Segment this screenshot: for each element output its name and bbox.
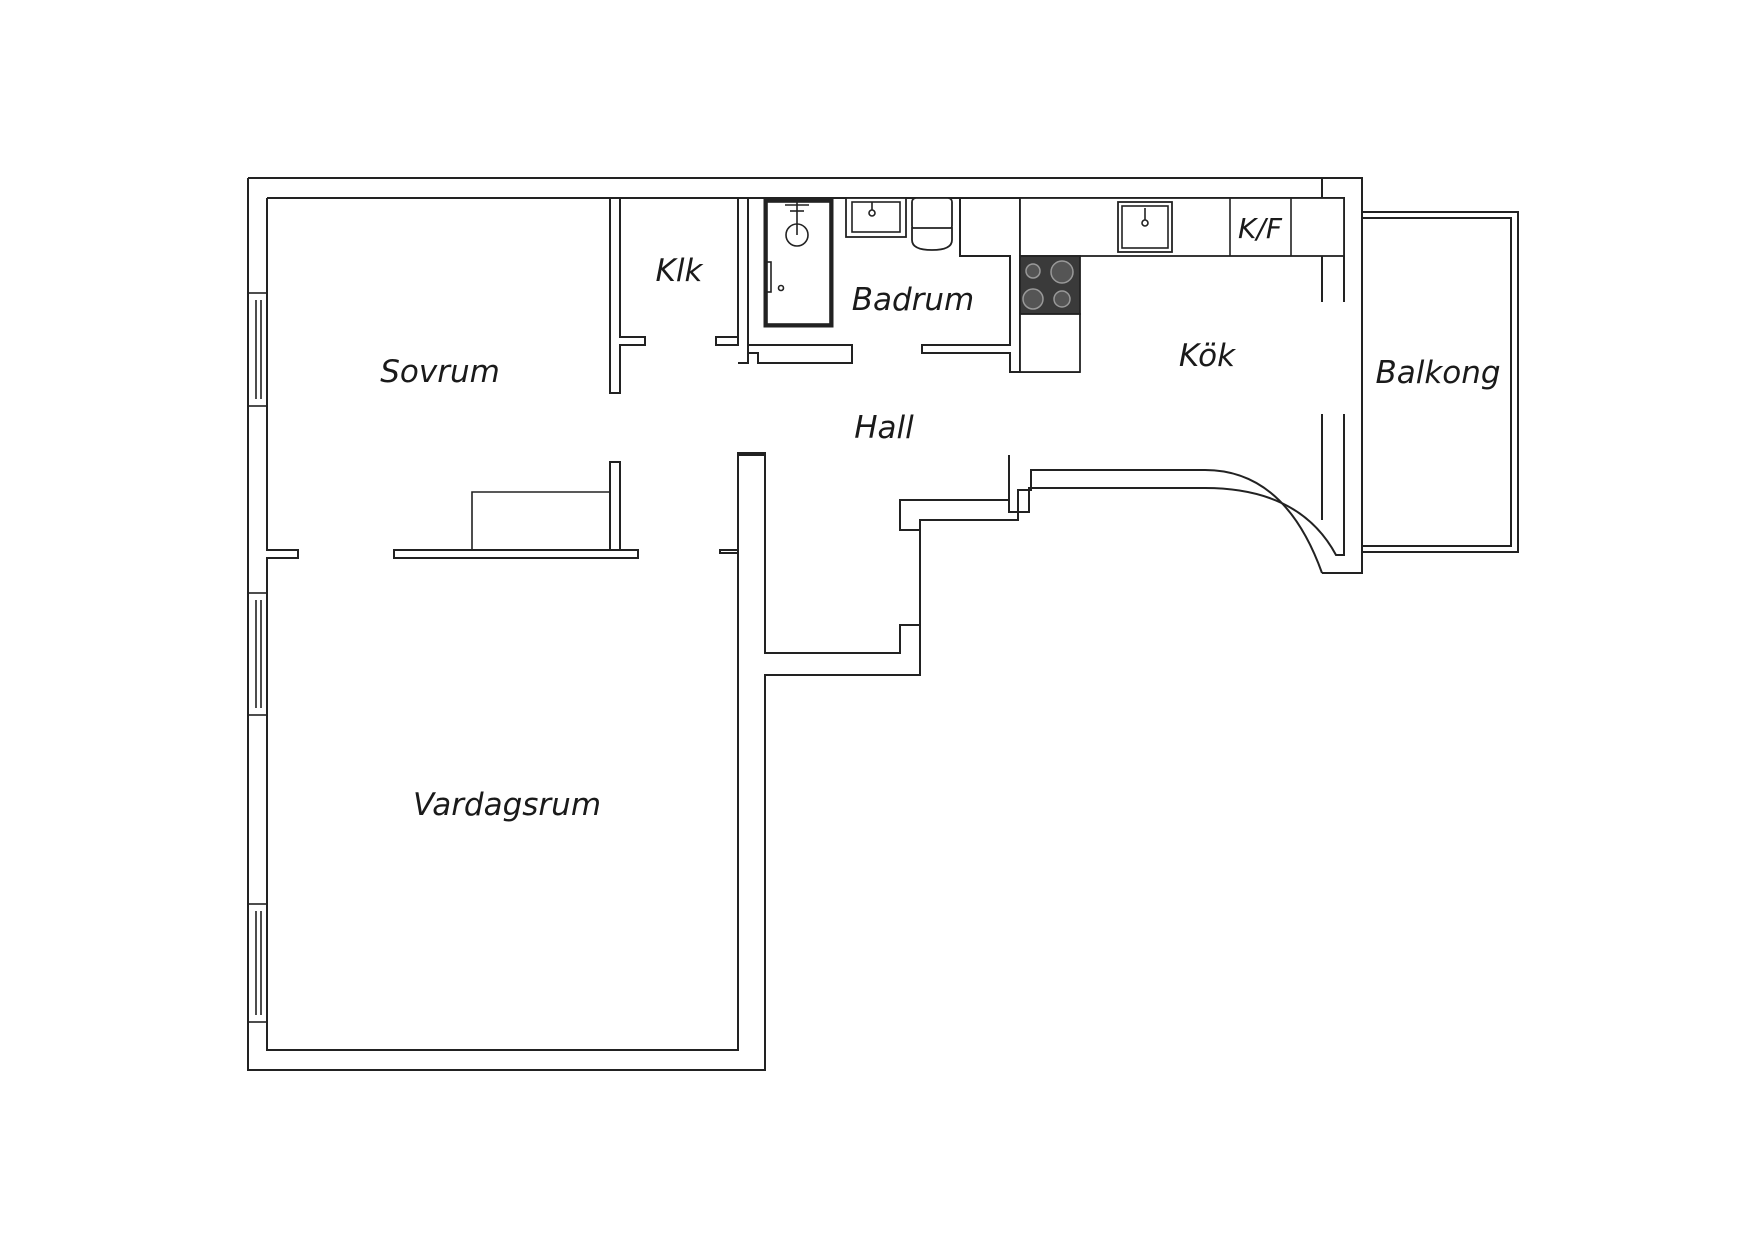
appliance-label-kf: K/F [1238,212,1283,245]
stove-counter [1019,313,1081,373]
stove [1019,255,1081,315]
room-label-badrum: Badrum [852,282,975,318]
toilet [911,197,953,251]
inner-walls [266,197,1080,1051]
kitchen-counter [1019,197,1345,257]
room-label-vardagsrum: Vardagsrum [413,787,601,823]
bathroom-sink [845,197,907,238]
window-sovrum [247,292,268,407]
room-label-sovrum: Sovrum [380,354,500,390]
room-label-kok: Kök [1179,338,1236,374]
window-vardagsrum-1 [247,592,268,716]
window-vardagsrum-2 [247,903,268,1023]
windows [247,292,268,1023]
room-label-klk: Klk [656,253,704,289]
room-label-balkong: Balkong [1375,355,1500,391]
balcony [1362,211,1519,553]
kitchen-sink [1117,201,1173,253]
shower [763,198,834,328]
room-label-hall: Hall [854,410,914,446]
